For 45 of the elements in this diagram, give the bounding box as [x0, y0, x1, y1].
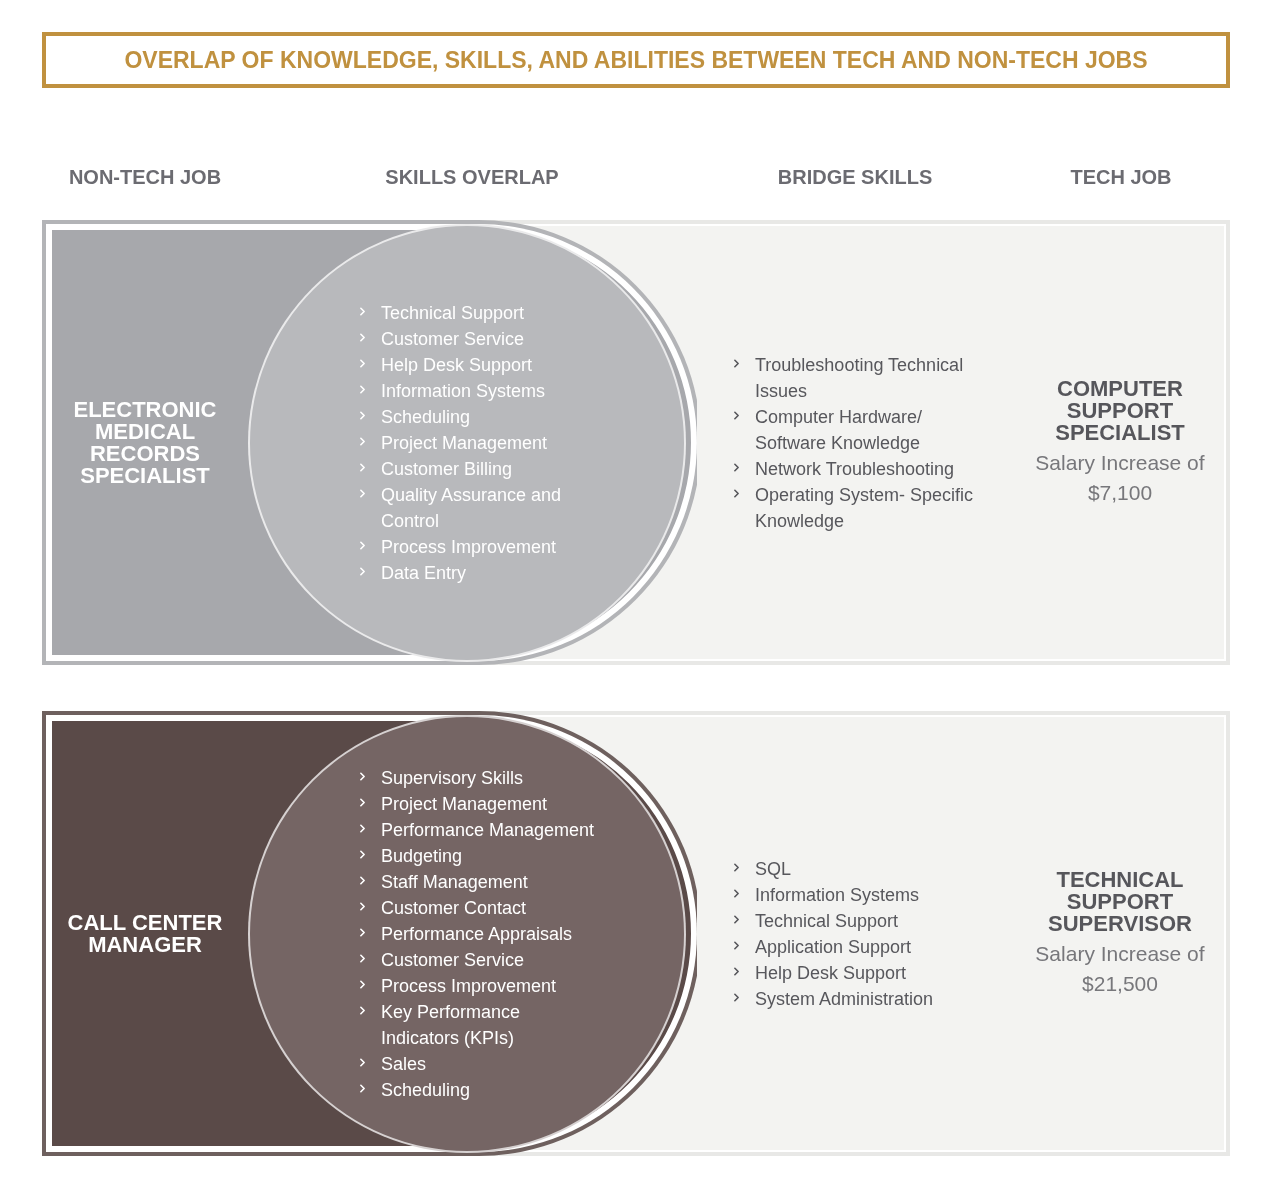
list-item: Network Troubleshooting — [755, 457, 956, 481]
list-item: Performance Appraisals — [381, 923, 574, 946]
list-item: Operating System- Specific Knowledge — [755, 483, 975, 533]
list-item: Application Support — [755, 935, 913, 959]
list-item: Key Performance Indicators (KPIs) — [381, 1001, 522, 1050]
list-item: Project Management — [381, 793, 549, 816]
list-item: Technical Support — [755, 909, 900, 933]
list-item: SQL — [755, 857, 793, 881]
list-item: Help Desk Support — [381, 354, 534, 377]
job-title: ELECTRONIC MEDICAL RECORDS SPECIALIST — [72, 398, 218, 487]
list-item: Staff Management — [381, 871, 529, 894]
row-panel — [42, 711, 1230, 1156]
list-item: Budgeting — [381, 845, 464, 868]
list-item: Customer Service — [381, 328, 526, 351]
column-header: NON-TECH JOB — [68, 165, 222, 190]
salary-text: Salary Increase of $7,100 — [1034, 449, 1206, 506]
job-title: CALL CENTER MANAGER — [66, 911, 224, 956]
list-item: Customer Service — [381, 949, 526, 972]
column-header: SKILLS OVERLAP — [385, 165, 559, 190]
list-item: Scheduling — [381, 406, 472, 429]
list-item: Troubleshooting Technical Issues — [755, 353, 965, 403]
list-item: Performance Management — [381, 819, 596, 842]
list-item: Computer Hardware/ Software Knowledge — [755, 405, 924, 455]
column-header: TECH JOB — [1070, 165, 1172, 190]
list-item: Project Management — [381, 432, 549, 455]
list-item: Customer Billing — [381, 458, 514, 481]
list-item: Supervisory Skills — [381, 767, 525, 790]
job-title: COMPUTER SUPPORT SPECIALIST — [1054, 377, 1186, 444]
list-item: Help Desk Support — [755, 961, 908, 985]
list-item: Process Improvement — [381, 975, 558, 998]
column-header: BRIDGE SKILLS — [777, 165, 933, 190]
list-item: Information Systems — [755, 883, 921, 907]
list-item: Customer Contact — [381, 897, 528, 920]
list-item: System Administration — [755, 987, 935, 1011]
list-item: Scheduling — [381, 1079, 472, 1102]
row-panel — [42, 220, 1230, 665]
list-item: Data Entry — [381, 562, 468, 585]
salary-text: Salary Increase of $21,500 — [1034, 940, 1206, 997]
list-item: Sales — [381, 1053, 428, 1076]
list-item: Information Systems — [381, 380, 547, 403]
list-item: Process Improvement — [381, 536, 558, 559]
list-item: Technical Support — [381, 302, 526, 325]
job-title: TECHNICAL SUPPORT SUPERVISOR — [1047, 868, 1193, 935]
list-item: Quality Assurance and Control — [381, 484, 563, 533]
title-banner: OVERLAP OF KNOWLEDGE, SKILLS, AND ABILITIES BETWEEN TECH AND NON-TECH JOBS — [42, 32, 1230, 88]
